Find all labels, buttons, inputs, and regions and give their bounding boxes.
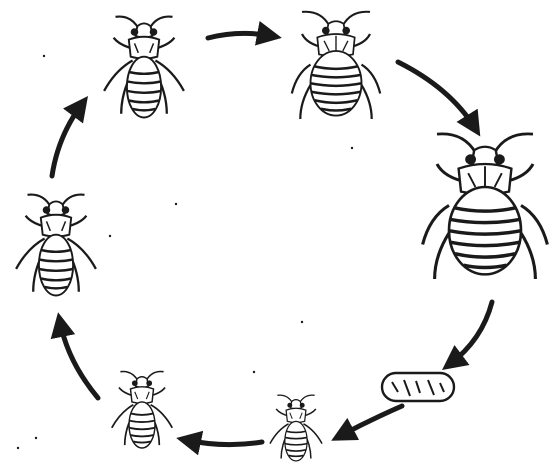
arrow-icon <box>450 302 492 364</box>
arrow-icon <box>52 104 82 176</box>
bedbug-nymph-icon <box>292 12 380 119</box>
bedbug-nymph-icon <box>16 195 96 296</box>
arrow-icon <box>60 322 98 398</box>
bedbug-nymph-icon <box>270 395 322 461</box>
arrow-icon <box>186 440 262 445</box>
bedbug-nymph-icon <box>112 372 172 449</box>
arrow-icon <box>398 62 475 128</box>
egg-icon <box>382 373 454 401</box>
arrow-icon <box>340 406 402 436</box>
arrow-icon <box>208 33 272 38</box>
bedbug-nymph-icon <box>104 17 184 118</box>
bedbug-adult-icon <box>423 134 548 279</box>
